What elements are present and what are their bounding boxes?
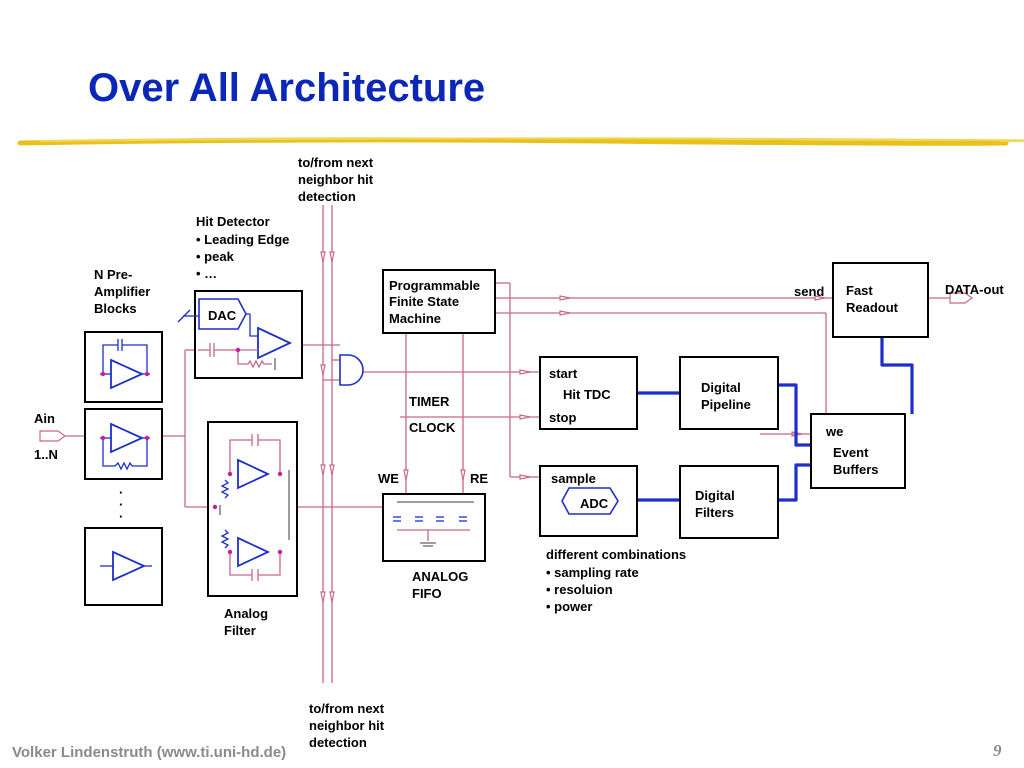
page-number: 9 xyxy=(993,741,1002,760)
and-gate xyxy=(339,354,364,386)
slide-title: Over All Architecture xyxy=(88,66,486,110)
stop-label: stop xyxy=(549,410,577,425)
neighbor-bottom-line-3: detection xyxy=(309,735,367,750)
combinations-line-3: • resoluion xyxy=(546,582,613,597)
send-label: send xyxy=(794,284,824,299)
preamp-block-1 xyxy=(84,331,163,403)
pfsm-line-3: Machine xyxy=(389,311,441,326)
hit-detector-line-4: • … xyxy=(196,266,217,281)
preamp-block-2 xyxy=(84,408,163,480)
start-label: start xyxy=(549,366,578,381)
ain-range-label: 1..N xyxy=(34,447,58,462)
pfsm-block xyxy=(382,269,496,334)
preamp-block-n xyxy=(84,527,163,606)
hit-tdc-block xyxy=(539,356,638,430)
data-out-connector xyxy=(949,292,974,304)
hit-detector-line-1: Hit Detector xyxy=(196,214,270,229)
sample-adc-block xyxy=(539,465,638,537)
neighbor-top-label: to/from next neighbor hit detection xyxy=(298,155,374,204)
hit-detector-label: Hit Detector • Leading Edge • peak • … xyxy=(196,214,289,281)
digital-pipeline-line-1: Digital xyxy=(701,380,741,395)
pfsm-label: Programmable Finite State Machine xyxy=(389,278,480,326)
digital-filters-line-2: Filters xyxy=(695,505,734,520)
ain-connector xyxy=(39,430,67,442)
pfsm-line-1: Programmable xyxy=(389,278,480,293)
footer-author: Volker Lindenstruth (www.ti.uni-hd.de) xyxy=(12,744,287,761)
fast-readout-block xyxy=(832,262,929,338)
event-buffers-line-1: Event xyxy=(833,445,869,460)
neighbor-bottom-line-2: neighbor hit xyxy=(309,718,385,733)
event-buffers-block xyxy=(810,413,906,489)
adc-label: ADC xyxy=(580,496,609,511)
analog-filter-line-2: Filter xyxy=(224,623,256,638)
combinations-line-2: • sampling rate xyxy=(546,565,639,580)
hit-detector-block xyxy=(177,290,303,379)
preamp-line-1: N Pre- xyxy=(94,267,132,282)
fast-readout-line-1: Fast xyxy=(846,283,873,298)
clock-label: CLOCK xyxy=(409,420,456,435)
neighbor-bottom-label: to/from next neighbor hit detection xyxy=(309,701,385,750)
digital-filters-block xyxy=(679,465,779,539)
digital-pipeline-block xyxy=(679,356,779,430)
neighbor-bus xyxy=(320,205,335,683)
ellipsis-dot-3: · xyxy=(119,509,123,524)
digital-pipeline-line-2: Pipeline xyxy=(701,397,751,412)
re-label: RE xyxy=(470,471,488,486)
hit-detector-line-3: • peak xyxy=(196,249,235,264)
event-buffers-line-2: Buffers xyxy=(833,462,879,477)
timer-label: TIMER xyxy=(409,394,450,409)
neighbor-top-line-3: detection xyxy=(298,189,356,204)
neighbor-bottom-line-1: to/from next xyxy=(309,701,385,716)
ain-label: Ain xyxy=(34,411,55,426)
sample-label: sample xyxy=(551,471,596,486)
title-underline xyxy=(17,137,1024,146)
preamp-label: N Pre- Amplifier Blocks xyxy=(94,267,150,316)
combinations-line-1: different combinations xyxy=(546,547,686,562)
fast-readout-line-2: Readout xyxy=(846,300,899,315)
digital-filters-line-1: Digital xyxy=(695,488,735,503)
hit-tdc-label: Hit TDC xyxy=(563,387,611,402)
neighbor-top-line-1: to/from next xyxy=(298,155,374,170)
combinations-label: different combinations • sampling rate •… xyxy=(546,547,686,614)
we-label: WE xyxy=(378,471,399,486)
combinations-line-4: • power xyxy=(546,599,592,614)
preamp-line-3: Blocks xyxy=(94,301,137,316)
analog-fifo-line-2: FIFO xyxy=(412,586,442,601)
data-out-label: DATA-out xyxy=(945,282,1004,297)
ellipsis-dot-1: · xyxy=(119,485,123,500)
we-small-label: we xyxy=(825,424,843,439)
neighbor-top-line-2: neighbor hit xyxy=(298,172,374,187)
hit-detector-line-2: • Leading Edge xyxy=(196,232,289,247)
analog-fifo-block xyxy=(382,493,486,562)
preamp-line-2: Amplifier xyxy=(94,284,150,299)
dac-label: DAC xyxy=(208,308,237,323)
pfsm-line-2: Finite State xyxy=(389,294,459,309)
analog-filter-block xyxy=(207,421,298,597)
ellipsis-dot-2: · xyxy=(119,497,123,512)
analog-fifo-line-1: ANALOG xyxy=(412,569,468,584)
analog-filter-line-1: Analog xyxy=(224,606,268,621)
